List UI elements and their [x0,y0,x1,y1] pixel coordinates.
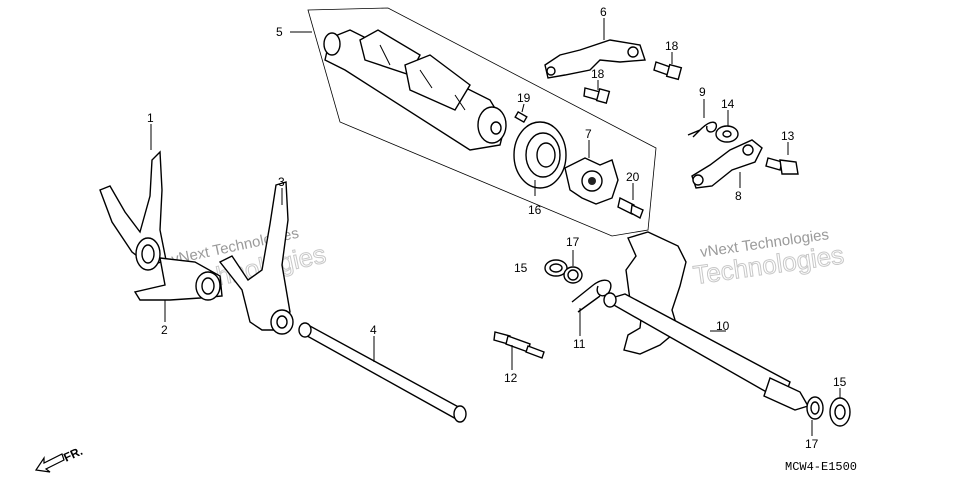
shift-shaft [603,231,810,411]
leader-lines [150,18,841,436]
callout-19: 19 [517,91,531,105]
drum-center-star [564,157,619,205]
bolt-18-b [653,61,683,81]
shift-fork-2 [133,257,223,301]
callout-2: 2 [161,323,168,337]
callout-4: 4 [370,323,377,337]
washer-15-left [544,259,568,277]
guide-pin [493,331,545,359]
bolt-18-a [583,87,611,104]
callout-8: 8 [735,189,742,203]
shift-drum [323,29,507,151]
bolt-20 [617,196,644,220]
callout-16: 16 [528,203,542,217]
callout-18-b: 18 [665,39,679,53]
callout-20: 20 [626,170,640,184]
callout-5: 5 [276,25,283,39]
callout-15-right: 15 [833,375,847,389]
shift-fork-3 [218,181,294,335]
callout-7: 7 [585,127,592,141]
callout-15-left: 15 [514,261,528,275]
return-spring [687,121,718,138]
callout-18-a: 18 [591,67,605,81]
callout-14: 14 [721,97,735,111]
washer-15-right [829,397,851,427]
drum-assembly-outline [307,7,657,237]
callout-9: 9 [699,85,706,99]
snap-ring-17-right [806,396,824,420]
snap-ring-17-left [563,266,583,284]
diagram-code: MCW4-E1500 [785,460,857,474]
callout-12: 12 [504,371,518,385]
bolt-13 [765,157,799,175]
callout-13: 13 [781,129,795,143]
dowel-pin [514,110,528,124]
callout-17-left: 17 [566,235,580,249]
bearing [513,121,567,189]
callout-1: 1 [147,111,154,125]
front-arrow-icon [34,453,65,473]
callout-11: 11 [573,337,586,351]
watermark-right: vNext Technologies Technologies [691,226,846,291]
fork-shaft [298,322,467,423]
shift-fork-1 [99,150,167,271]
front-direction-marker: FR. [34,444,85,473]
stopper-plate [544,39,646,79]
callout-17-right: 17 [805,437,819,451]
shift-spring [571,279,612,313]
callout-3: 3 [278,175,285,189]
callout-labels: 1 2 3 4 5 6 7 8 9 10 11 12 13 14 15 15 1… [147,5,847,451]
callout-6: 6 [600,5,607,19]
callout-10: 10 [716,319,730,333]
stopper-arm [691,139,763,189]
washer-14 [715,125,739,143]
front-label: FR. [61,444,84,465]
